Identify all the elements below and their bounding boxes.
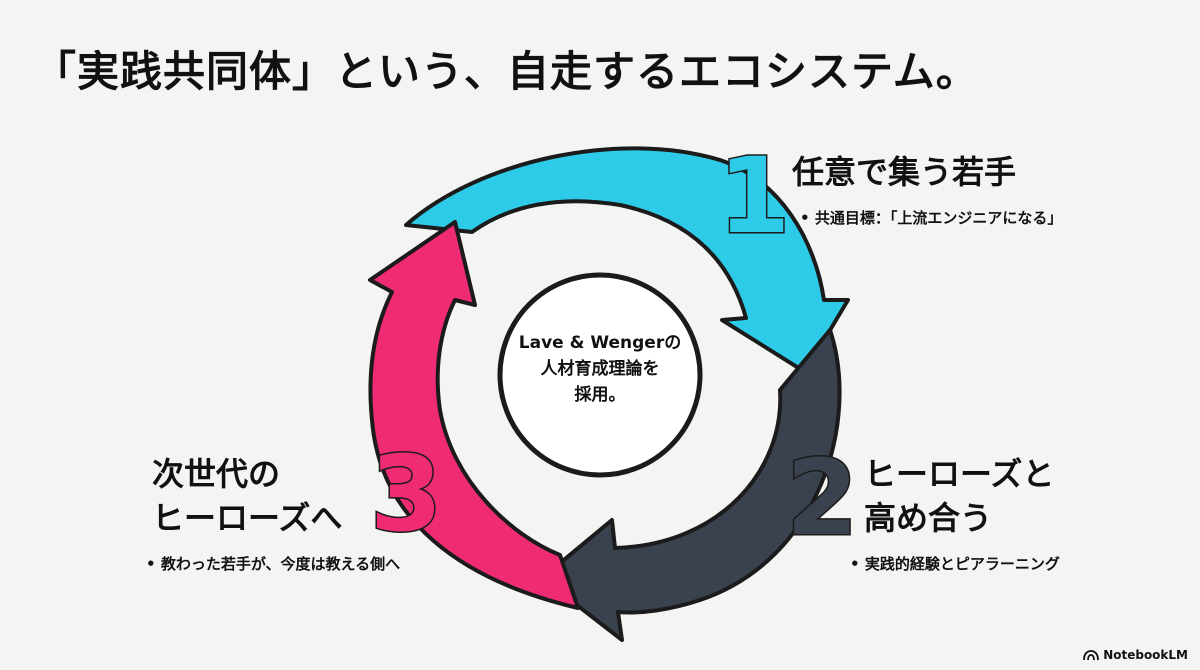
center-line-2: 人材育成理論を — [540, 359, 660, 379]
step-3-title-line-2: ヒーローズへ — [152, 499, 343, 537]
notebooklm-logo-icon — [1083, 650, 1100, 661]
center-line-1: Lave & Wengerの — [518, 333, 682, 353]
arrow-step-2 — [540, 328, 842, 642]
footer-brand: NotebookLM — [1083, 648, 1188, 662]
arrow-step-3 — [368, 220, 580, 610]
arrow-step-1 — [404, 146, 850, 374]
step-3-title-line-1: 次世代の — [152, 455, 281, 493]
step-1-bullet: 共通目標：「上流エンジニアになる」 — [800, 207, 1063, 228]
step-2-title: ヒーローズと 高め合う — [864, 452, 1054, 540]
step-3-title: 次世代の ヒーローズへ — [152, 452, 342, 540]
step-3-number: 3 — [370, 433, 442, 555]
step-2-number: 2 — [786, 437, 858, 559]
step-3-bullet: 教わった若手が、今度は教える側へ — [146, 553, 400, 574]
page-title: 「実践共同体」という、自走するエコシステム。 — [34, 47, 979, 96]
center-label: Lave & Wengerの 人材育成理論を 採用。 — [500, 330, 700, 408]
step-2-title-line-2: 高め合う — [864, 499, 993, 537]
center-circle — [497, 272, 703, 478]
step-2-bullet: 実践的経験とピアラーニング — [850, 553, 1060, 574]
footer-brand-text: NotebookLM — [1103, 648, 1188, 662]
step-1-title-line-1: 任意で集う若手 — [792, 153, 1017, 191]
center-line-3: 採用。 — [574, 385, 626, 405]
step-1-number: 1 — [718, 135, 790, 257]
step-1-title: 任意で集う若手 — [792, 150, 1016, 194]
step-2-title-line-1: ヒーローズと — [864, 455, 1055, 493]
